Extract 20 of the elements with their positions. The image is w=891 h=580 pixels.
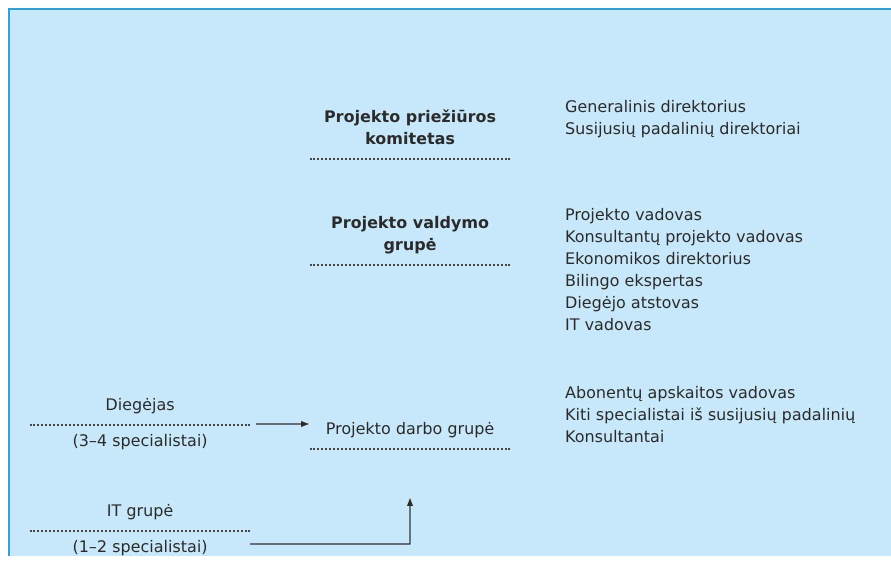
group-subtitle: (3–4 specialistai) [72,430,208,452]
member-text: Ekonomikos direktorius [565,248,752,270]
member-text: Diegėjo atstovas [565,292,700,314]
member-text: Susijusių padalinių direktoriai [565,118,802,140]
member-text: Kiti specialistai iš susijusių padalinių [565,404,856,426]
member-text: Konsultantų projekto vadovas [565,226,804,248]
member-text: IT vadovas [565,314,652,336]
arrow [256,420,309,428]
group-title: Diegėjas [105,394,175,416]
member-text: Bilingo ekspertas [565,270,704,292]
group-title: Projekto priežiūros komitetas [322,106,498,150]
member-text: Generalinis direktorius [565,96,748,118]
group-title: Projekto valdymo grupė [330,212,490,256]
member-text: Projekto vadovas [565,204,703,226]
group-subtitle: (1–2 specialistai) [72,536,208,558]
group-title: Projekto darbo grupė [326,418,494,440]
member-text: Konsultantai [565,426,666,448]
group-title: IT grupė [106,500,174,522]
arrow [250,498,414,545]
member-text: Abonentų apskaitos vadovas [565,382,796,404]
